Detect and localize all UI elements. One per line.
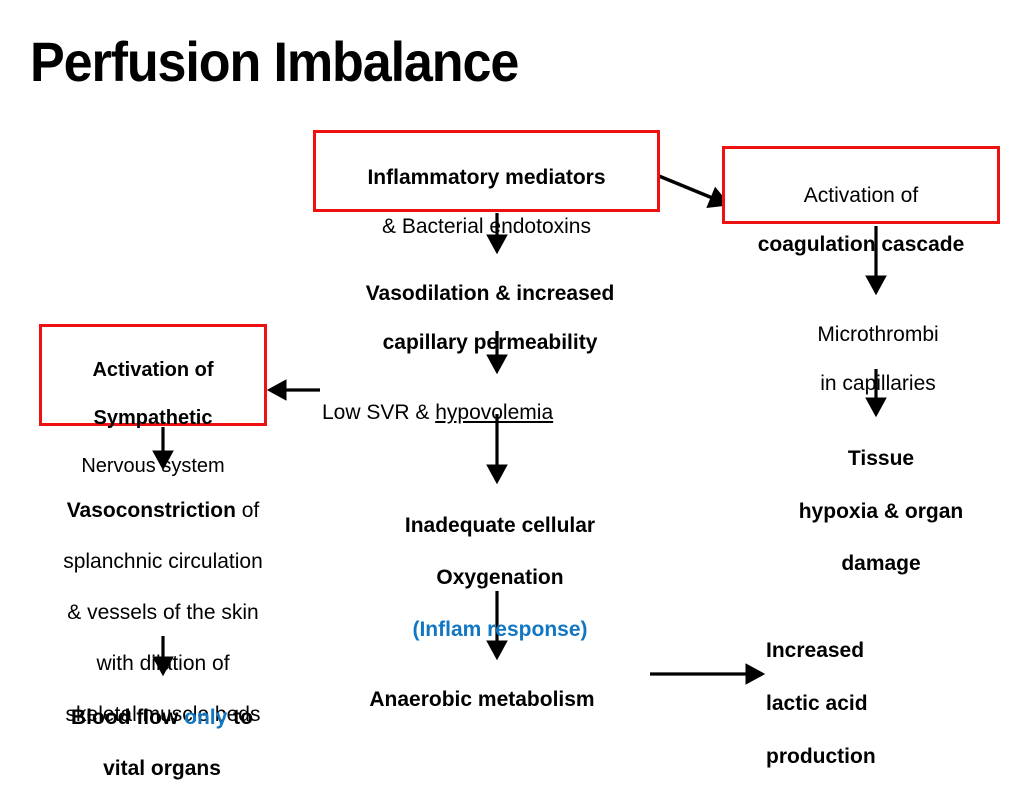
node-line-b: to: [227, 705, 253, 729]
node-inflammatory-mediators[interactable]: Inflammatory mediators & Bacterial endot…: [313, 130, 660, 238]
node-line: Microthrombi: [817, 322, 939, 346]
node-line: Anaerobic metabolism: [369, 687, 595, 711]
node-line: & Bacterial endotoxins: [382, 215, 591, 239]
node-line: damage: [841, 552, 921, 576]
node-line: Activation of: [803, 183, 919, 207]
node-line: lactic acid: [766, 692, 868, 716]
node-low-svr: Low SVR & hypovolemia: [322, 376, 662, 426]
page-title: Perfusion Imbalance: [30, 30, 519, 93]
node-line: Oxygenation: [436, 566, 564, 590]
node-line: capillary permeability: [382, 331, 598, 355]
node-vasoconstriction: Vasoconstriction of splanchnic circulati…: [10, 472, 316, 754]
node-line: Nervous system: [81, 455, 225, 477]
node-line: & vessels of the skin: [67, 601, 259, 625]
node-line: production: [766, 745, 876, 769]
node-increased-lactic-acid: Increased lactic acid production: [766, 612, 966, 797]
node-line: in capillaries: [820, 372, 936, 396]
node-line: Vasodilation & increased: [365, 281, 615, 305]
node-line: Vasoconstriction of: [10, 498, 316, 524]
node-line: with dilation of: [96, 652, 230, 676]
node-text-underlined: hypovolemia: [435, 400, 554, 424]
node-coagulation-cascade[interactable]: Activation of coagulation cascade: [722, 146, 1000, 256]
node-line: Tissue: [847, 447, 915, 471]
node-tissue-hypoxia: Tissue hypoxia & organ damage: [745, 420, 1017, 604]
node-sympathetic-nervous-system[interactable]: Activation of Sympathetic Nervous system: [39, 324, 267, 477]
node-line: coagulation cascade: [757, 233, 965, 257]
node-line: Blood flow only to: [14, 705, 310, 731]
arrow-inflammatory-to-coagulation: [658, 174, 731, 208]
node-line: skeletal muscle beds: [65, 703, 261, 727]
node-line: Sympathetic: [93, 407, 213, 429]
node-line: Activation of: [92, 359, 214, 381]
node-line: splanchnic circulation: [63, 549, 263, 573]
node-anaerobic-metabolism: Anaerobic metabolism: [322, 663, 642, 737]
node-line-blue: (Inflam response): [412, 618, 588, 642]
node-line-a: Blood flow: [71, 705, 185, 729]
node-vasodilation: Vasodilation & increased capillary perme…: [310, 257, 670, 381]
node-text-plain: Low SVR &: [322, 400, 436, 424]
node-line: Inadequate cellular: [404, 514, 596, 538]
node-line: Inflammatory mediators: [367, 165, 606, 189]
node-inadequate-oxygenation: Inadequate cellular Oxygenation (Inflam …: [330, 487, 670, 669]
diagram-canvas: Perfusion Imbalance Infl: [10, 30, 1017, 780]
node-line-bold: Vasoconstriction: [66, 498, 236, 522]
node-line-rest: of: [235, 498, 260, 522]
node-line: vital organs: [103, 756, 221, 780]
node-line: Increased: [766, 639, 865, 663]
node-microthrombi: Microthrombi in capillaries: [745, 298, 1011, 422]
node-line-blue: only: [184, 705, 228, 729]
node-blood-flow-vital-organs: Blood flow only to vital organs: [14, 679, 310, 807]
node-line: hypoxia & organ: [798, 499, 964, 523]
